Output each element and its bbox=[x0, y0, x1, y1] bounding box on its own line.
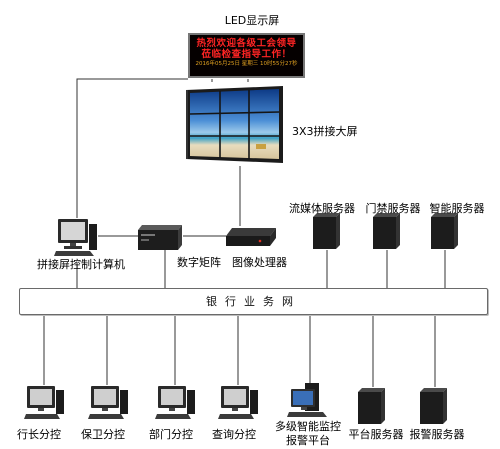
led-display-label: LED显示屏 bbox=[224, 14, 280, 27]
smart-server-icon bbox=[431, 213, 458, 249]
streaming-server-icon bbox=[313, 213, 340, 249]
branch-pc-icon-2 bbox=[88, 386, 128, 419]
branch-label-1: 行长分控 bbox=[17, 428, 61, 441]
digital-matrix-label: 数字矩阵 bbox=[177, 256, 221, 269]
access-server-icon bbox=[373, 213, 400, 249]
server-top-label-2: 门禁服务器 bbox=[365, 202, 421, 215]
branch-pc-icon-1 bbox=[24, 386, 64, 419]
image-processor-label: 图像处理器 bbox=[232, 256, 287, 269]
video-wall bbox=[186, 86, 283, 163]
led-line-1: 热烈欢迎各级工会领导 bbox=[196, 38, 297, 49]
led-line-2: 莅临检查指导工作！ bbox=[201, 49, 292, 60]
branch-pc-icon-4 bbox=[218, 386, 258, 419]
branch-label-2: 保卫分控 bbox=[81, 428, 125, 441]
server-bottom-label-2: 报警服务器 bbox=[409, 428, 465, 441]
server-bottom-label-1: 平台服务器 bbox=[348, 428, 404, 441]
server-top-label-1: 流媒体服务器 bbox=[289, 202, 355, 215]
digital-matrix-icon bbox=[138, 225, 182, 250]
smart-monitor-label-2: 报警平台 bbox=[286, 434, 330, 447]
server-top-label-3: 智能服务器 bbox=[429, 202, 485, 215]
video-wall-label: 3X3拼接大屏 bbox=[292, 125, 358, 138]
alarm-server-icon bbox=[420, 388, 447, 424]
bank-network-bar: 银行业务网 bbox=[19, 288, 488, 315]
platform-server-icon bbox=[358, 388, 385, 424]
led-display: 热烈欢迎各级工会领导 莅临检查指导工作！ 2016年05月25日 星期三 10时… bbox=[188, 33, 305, 78]
branch-label-3: 部门分控 bbox=[149, 428, 193, 441]
smart-monitor-label-1: 多级智能监控 bbox=[275, 420, 341, 433]
image-processor-icon bbox=[226, 228, 276, 246]
branch-pc-icon-3 bbox=[155, 386, 195, 419]
bank-network-label: 银行业务网 bbox=[206, 295, 301, 308]
control-computer-icon bbox=[54, 219, 97, 256]
smart-monitor-workstation-icon bbox=[287, 383, 327, 417]
branch-label-4: 查询分控 bbox=[212, 428, 256, 441]
led-line-3: 2016年05月25日 星期三 10时55分27秒 bbox=[195, 61, 298, 67]
control-computer-label: 拼接屏控制计算机 bbox=[37, 258, 125, 271]
